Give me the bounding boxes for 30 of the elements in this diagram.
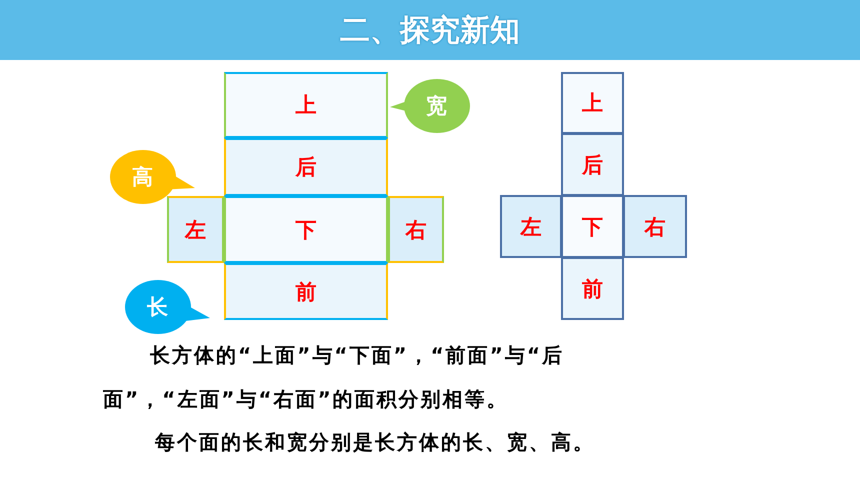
net-face: [500, 195, 562, 258]
face-label: 后: [296, 154, 316, 181]
dimension-label: 高: [132, 164, 153, 191]
net-face: [561, 133, 624, 196]
net-face: [224, 196, 388, 263]
net-face: [388, 196, 444, 263]
net-face: [224, 263, 388, 320]
face-label: 左: [520, 214, 542, 240]
face-label: 右: [406, 216, 426, 244]
net-face: [561, 72, 624, 134]
face-label: 前: [582, 276, 603, 302]
face-label: 前: [296, 278, 316, 306]
paragraph: 每个面的长和宽分别是长方体的长、宽、高。: [155, 429, 596, 456]
net-face: [561, 195, 624, 258]
face-label: 右: [644, 214, 666, 240]
face-label: 左: [185, 216, 206, 244]
face-label: 上: [296, 92, 316, 119]
face-label: 上: [582, 90, 603, 117]
dimension-label: 长: [147, 294, 168, 321]
net-face: [167, 196, 224, 263]
face-label: 下: [296, 216, 316, 244]
title: 二、探究新知: [340, 12, 520, 50]
dimension-label: 宽: [426, 93, 447, 120]
face-label: 后: [582, 152, 603, 178]
net-face: [224, 72, 388, 138]
paragraph: 长方体的“上面”与“下面”，“前面”与“后面”，“左面”与“右面”的面积分别相等。: [103, 342, 566, 413]
net-face: [623, 195, 687, 258]
net-face: [224, 138, 388, 196]
face-label: 下: [582, 214, 603, 240]
net-face: [561, 257, 624, 320]
